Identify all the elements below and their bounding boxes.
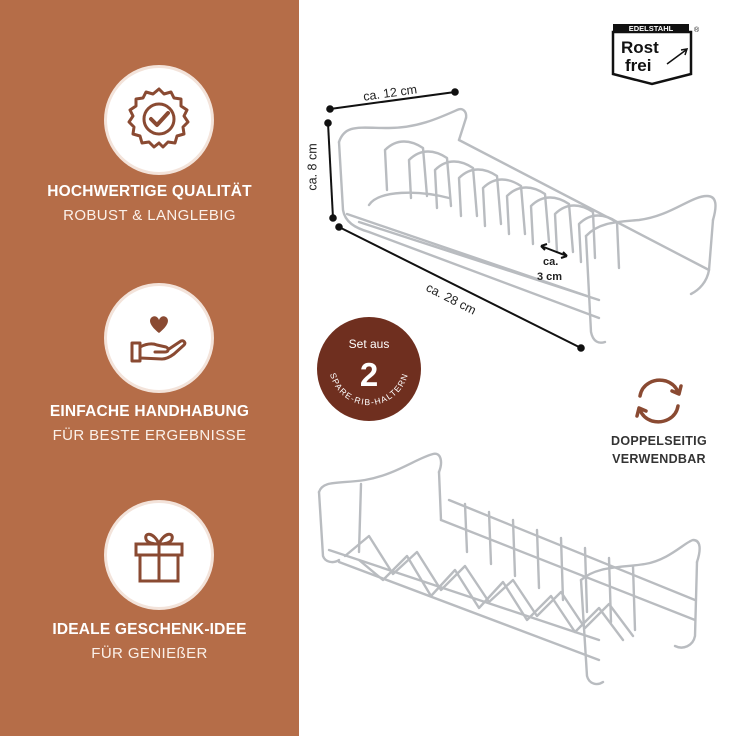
features-panel: HOCHWERTIGE QUALITÄT ROBUST & LANGLEBIG … bbox=[0, 0, 299, 736]
gift-icon bbox=[107, 503, 211, 607]
dim-spacing-label1: ca. bbox=[543, 256, 559, 268]
logo-line2: frei bbox=[625, 56, 651, 75]
double-sided-line1: DOPPELSEITIG bbox=[611, 434, 707, 448]
feature-subtitle: FÜR GENIEßER bbox=[91, 645, 208, 662]
badge-top-text: Set aus bbox=[349, 337, 390, 351]
heart-hand-icon bbox=[107, 286, 211, 390]
feature-title: HOCHWERTIGE QUALITÄT bbox=[47, 183, 252, 200]
rack-bottom-diagram bbox=[317, 452, 701, 686]
feature-subtitle: FÜR BESTE ERGEBNISSE bbox=[52, 427, 247, 444]
product-area: EDELSTAHL ® Rost frei bbox=[299, 0, 736, 736]
double-sided-line2: VERWENDBAR bbox=[612, 452, 706, 466]
rack-bottom-wire bbox=[317, 452, 701, 686]
dim-spacing-label2: 3 cm bbox=[537, 271, 563, 283]
rotate-arrows-icon bbox=[635, 378, 683, 424]
double-sided-info: DOPPELSEITIG VERWENDBAR bbox=[594, 370, 724, 470]
feature-subtitle: ROBUST & LANGLEBIG bbox=[63, 207, 236, 224]
logo-top: EDELSTAHL bbox=[629, 24, 674, 33]
dimension-lines bbox=[324, 88, 585, 352]
quality-seal-icon bbox=[107, 68, 211, 172]
logo-line1: Rost bbox=[621, 38, 659, 57]
set-badge: Set aus 2 SPARE-RIB-HALTERN bbox=[316, 316, 422, 422]
rack-top-diagram bbox=[324, 88, 717, 352]
feature-title: IDEALE GESCHENK-IDEE bbox=[52, 621, 247, 638]
dim-height-label: ca. 8 cm bbox=[305, 143, 320, 191]
badge-number: 2 bbox=[360, 356, 378, 393]
rack-top-wire bbox=[337, 107, 717, 344]
feature-title: EINFACHE HANDHABUNG bbox=[49, 403, 250, 420]
rostfrei-logo: EDELSTAHL ® Rost frei bbox=[611, 22, 701, 86]
logo-registered: ® bbox=[694, 26, 700, 34]
